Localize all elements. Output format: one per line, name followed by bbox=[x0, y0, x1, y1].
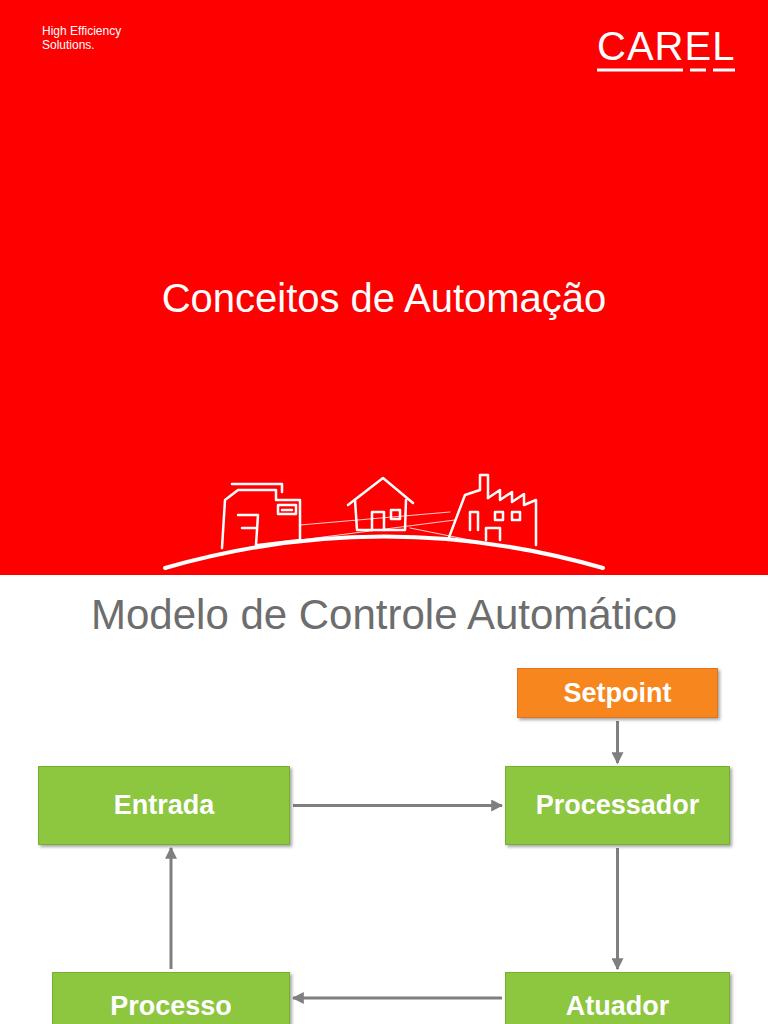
setpoint-box: Setpoint bbox=[517, 668, 718, 718]
flow-arrow bbox=[293, 997, 502, 1000]
flow-arrow bbox=[616, 848, 619, 969]
process-box: Processo bbox=[52, 972, 290, 1024]
flow-arrow bbox=[293, 804, 502, 807]
input-box: Entrada bbox=[38, 766, 290, 845]
cover-title: Conceitos de Automação bbox=[0, 276, 768, 321]
tagline: High Efficiency Solutions. bbox=[42, 24, 142, 52]
box-text: Atuador bbox=[566, 991, 670, 1022]
box-text: Setpoint bbox=[564, 678, 672, 709]
box-text: Processo bbox=[110, 991, 232, 1022]
flow-arrow bbox=[616, 721, 619, 763]
box-text: Entrada bbox=[114, 790, 215, 821]
box-text: Processador bbox=[536, 790, 700, 821]
brand-logo: CAREL bbox=[597, 24, 735, 69]
slide-title: Modelo de Controle Automático bbox=[0, 591, 768, 639]
processor-box: Processador bbox=[505, 766, 730, 845]
actuator-box: Atuador bbox=[505, 972, 730, 1024]
flow-arrow bbox=[170, 848, 173, 969]
